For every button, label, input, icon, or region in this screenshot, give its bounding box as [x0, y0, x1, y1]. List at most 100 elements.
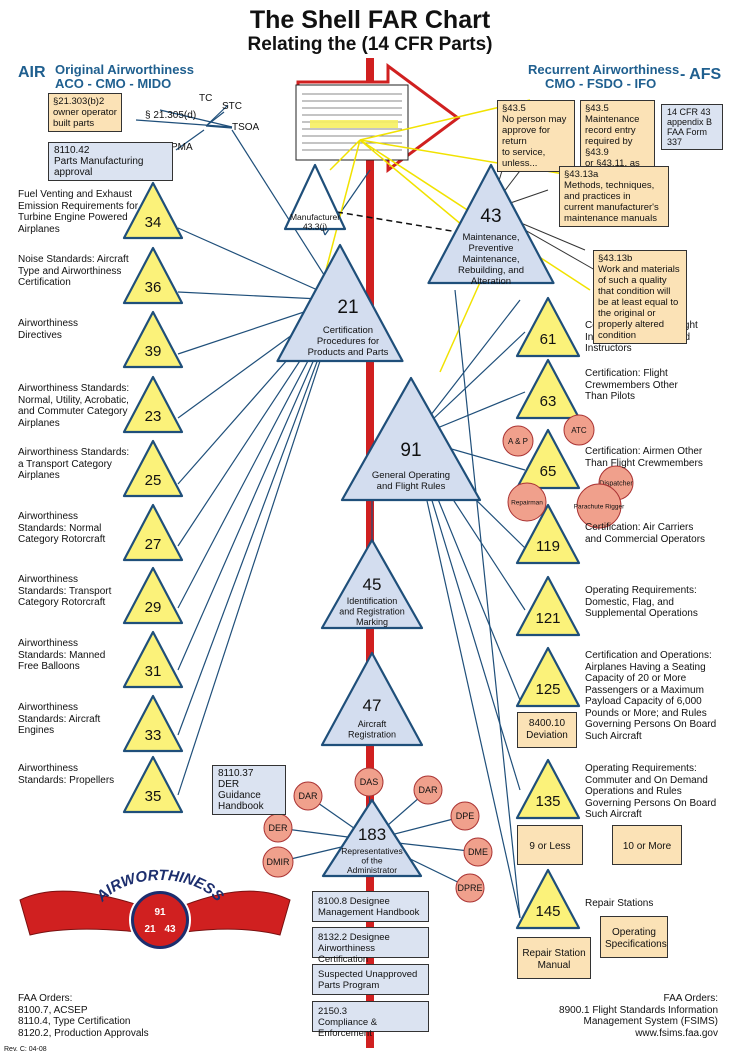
part119-triangle — [515, 503, 581, 565]
box-9-or-less-line: 9 or Less — [529, 841, 571, 852]
part135-description-line: Operations and Rules — [585, 786, 682, 797]
note-43-5b-line: required by §43.9 — [585, 136, 633, 158]
form-337-box-line: appendix B — [667, 117, 713, 127]
dpre-circle — [455, 873, 485, 903]
der-circle-label: DER — [268, 823, 288, 833]
part21-label: Products and Parts — [308, 347, 389, 358]
part119-number: 119 — [536, 538, 560, 555]
part21-label: Certification — [323, 325, 373, 336]
form-337-box-line: 14 CFR 43 — [667, 107, 711, 117]
part25-number: 25 — [145, 472, 162, 489]
tc-label: TC — [199, 93, 212, 105]
part36-number: 36 — [145, 279, 162, 296]
part121-number: 121 — [535, 610, 560, 627]
part63-number: 63 — [540, 393, 557, 410]
part27-triangle — [122, 503, 184, 562]
connector-line — [205, 125, 233, 129]
part125-description-line: Pounds or More; and Rules — [585, 707, 707, 719]
dispatcher-circle-label: Dispatcher — [599, 480, 633, 487]
part43-label: Maintenance, — [462, 254, 519, 265]
note-43-13a-line: and practices in — [564, 191, 631, 202]
part39-description-line: Airworthiness — [18, 318, 79, 329]
connector-line — [231, 129, 341, 301]
part45-label: Identification — [347, 596, 398, 606]
stc-label: STC — [222, 101, 242, 113]
part43-label: Alteration — [471, 276, 511, 287]
note-21-303-line: owner operator — [53, 107, 117, 118]
dpre-circle-label: DPRE — [457, 883, 482, 893]
part21-number: 21 — [337, 297, 358, 318]
part91-label: General Operating — [372, 470, 450, 481]
connector-line — [205, 111, 225, 127]
part25-description: Airworthiness Standards:a Transport Cate… — [18, 447, 129, 482]
connector-line — [177, 299, 341, 736]
part23-description-line: Airplanes — [18, 417, 60, 429]
part27-description-line: Standards: Normal — [18, 522, 102, 534]
part135-description-line: Governing Persons On Board — [585, 797, 717, 809]
box-8110-42-line: 8110.42 — [54, 145, 90, 156]
part29-number: 29 — [145, 599, 162, 616]
note-21-303-line: built parts — [53, 118, 95, 129]
note-43-5a-line: §43.5 — [502, 103, 526, 114]
part119-description-line: Certification: Air Carriers — [585, 522, 694, 533]
designee-box-2-line: 8132.2 Designee — [318, 932, 390, 943]
box-10-or-more: 10 or More — [612, 825, 682, 865]
part43-number: 43 — [480, 206, 501, 227]
part135-description-line: Such Aircraft — [585, 809, 642, 820]
parachute-rigger-circle-label: Parachute Rigger — [574, 503, 625, 510]
deviation-8400-10-line: Deviation — [526, 730, 568, 741]
connector-line — [159, 109, 233, 128]
note-21-303-line: §21.303(b)2 — [53, 96, 105, 107]
part25-description-line: Airworthiness Standards: — [18, 447, 130, 458]
part33-description-line: Airworthiness — [18, 702, 79, 713]
part125-number: 125 — [535, 681, 560, 698]
stc-label-line: STC — [222, 101, 242, 112]
dar-circle — [293, 781, 323, 811]
dme-circle — [463, 837, 493, 867]
part47-label: Registration — [348, 730, 396, 740]
part91-number: 91 — [400, 440, 421, 461]
left-header-line2: ACO - CMO - MIDO — [55, 76, 172, 91]
ap-circle — [502, 425, 534, 457]
part121-triangle — [515, 575, 581, 637]
connector-line — [177, 299, 341, 796]
atc-circle — [563, 414, 595, 446]
footer-left: FAA Orders: 8100.7, ACSEP 8110.4, Type C… — [18, 993, 149, 1039]
der-guidance-handbook-line: Handbook — [218, 801, 264, 812]
part33-description-line: Engines — [18, 725, 55, 736]
part125-description-line: Capacity of 20 or More — [585, 673, 687, 684]
part119-description-line: and Commercial Operators — [585, 533, 706, 545]
note-43-13a-line: Methods, techniques, — [564, 180, 655, 191]
part25-description-line: a Transport Category — [18, 458, 112, 470]
connector-line — [177, 227, 341, 301]
form-337-box-line: FAA Form 337 — [667, 127, 708, 147]
part29-triangle — [122, 566, 184, 625]
certificate-link — [325, 139, 361, 271]
part23-description-line: Normal, Utility, Acrobatic, — [18, 394, 129, 406]
atc-circle-label: ATC — [571, 426, 587, 435]
part65-description-line: Than Flight Crewmembers — [585, 457, 703, 469]
part31-triangle — [122, 630, 184, 689]
part25-triangle — [122, 439, 184, 498]
left-header-tag: AIR — [18, 64, 46, 81]
part43-label: Maintenance, — [462, 232, 519, 243]
footer-left-line: 8110.4, Type Certification — [18, 1016, 131, 1027]
box-10-or-more-line: 10 or More — [622, 841, 672, 852]
box-8110-42-line: Parts Manufacturing — [54, 156, 144, 167]
dmir-circle-label: DMIR — [267, 857, 290, 867]
dar-circle — [413, 775, 443, 805]
part91-triangle — [340, 376, 482, 502]
das-circle — [354, 767, 384, 797]
